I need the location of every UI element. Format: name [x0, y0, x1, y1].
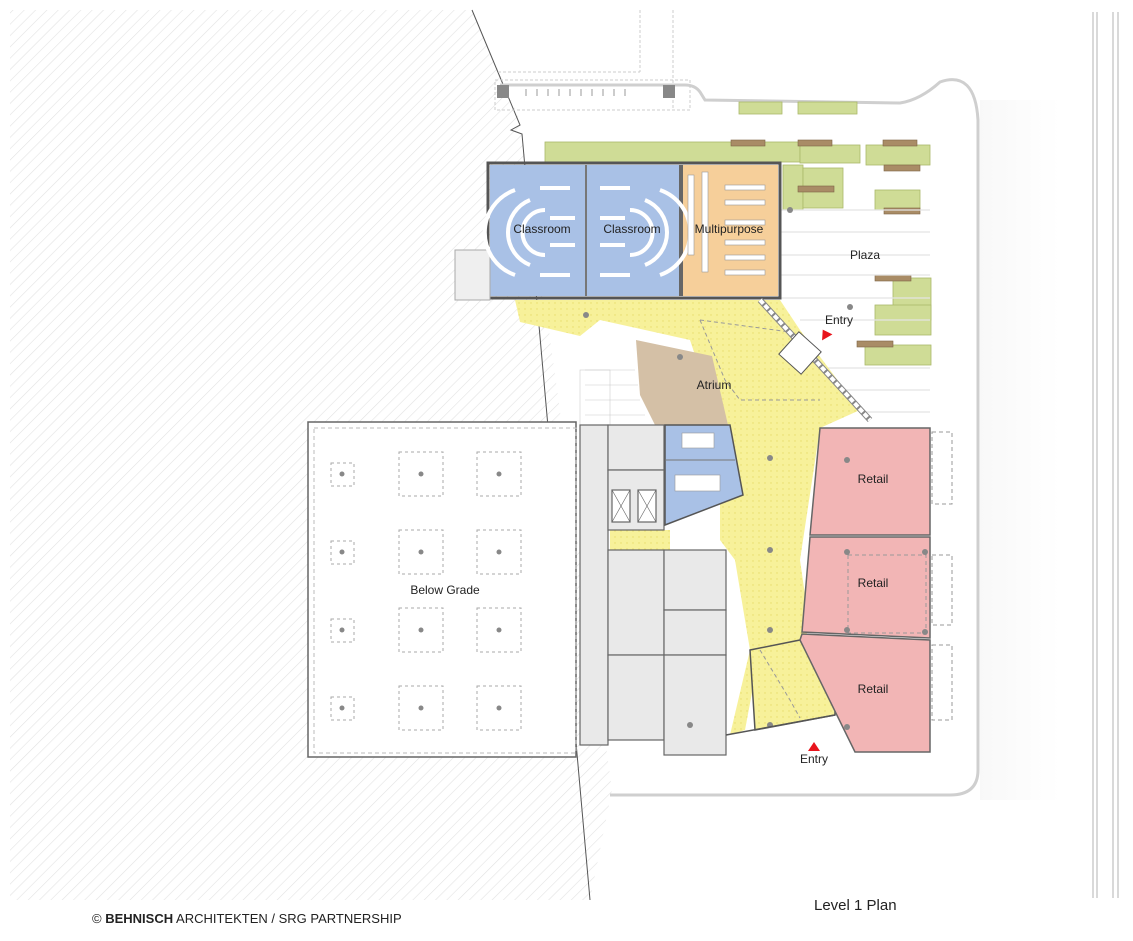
service-core	[579, 424, 727, 756]
parking-strip	[494, 10, 691, 111]
room-label-below-grade: Below Grade	[410, 583, 480, 597]
elevator-marks	[611, 489, 657, 523]
room-label-classroom-1: Classroom	[513, 222, 571, 236]
credit-line: © BEHNISCH ARCHITEKTEN / SRG PARTNERSHIP	[92, 911, 402, 926]
atrium-area	[636, 340, 728, 425]
credit-firm-rest: ARCHITEKTEN / SRG PARTNERSHIP	[176, 911, 402, 926]
copyright-symbol: ©	[92, 911, 102, 926]
entry-label-south: Entry	[799, 752, 829, 766]
plan-title: Level 1 Plan	[814, 897, 897, 914]
room-label-retail-2: Retail	[857, 576, 889, 590]
entry-arrow-icon-south	[808, 742, 820, 751]
retail-units	[799, 427, 931, 753]
below-grade-area	[307, 421, 577, 758]
credit-firm-bold: BEHNISCH	[105, 911, 174, 926]
room-label-plaza: Plaza	[849, 248, 881, 262]
plaza-paving-lines	[780, 209, 930, 413]
room-label-retail-1: Retail	[857, 472, 889, 486]
classroom-seating	[482, 186, 693, 277]
entry-label-north: Entry	[824, 313, 854, 327]
room-label-atrium: Atrium	[696, 378, 732, 392]
multipurpose-tables	[687, 171, 766, 276]
room-label-retail-3: Retail	[857, 682, 889, 696]
room-label-multipurpose: Multipurpose	[694, 222, 764, 236]
site-boundary	[500, 12, 1119, 898]
benches	[730, 139, 921, 348]
room-label-classroom-2: Classroom	[603, 222, 661, 236]
atrium-stairs	[579, 369, 645, 426]
meeting-tables	[674, 432, 721, 492]
retail-patios	[847, 431, 953, 721]
entry-vestibule	[725, 297, 873, 736]
